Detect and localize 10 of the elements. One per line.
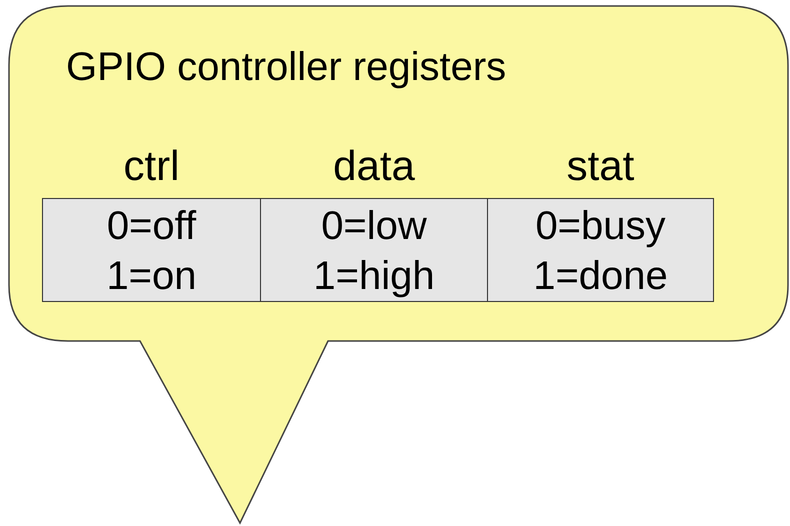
register-value: 0=off	[106, 203, 198, 249]
register-name: stat	[566, 142, 636, 190]
register-name: ctrl	[122, 142, 180, 190]
register-value: 1=on	[105, 253, 198, 299]
register-value: 0=low	[320, 203, 428, 249]
title: GPIO controller registers	[66, 45, 506, 90]
register-value: 0=busy	[534, 203, 667, 249]
register-name: data	[332, 142, 416, 190]
register-value: 1=done	[532, 253, 669, 299]
register-value: 1=high	[312, 253, 436, 299]
